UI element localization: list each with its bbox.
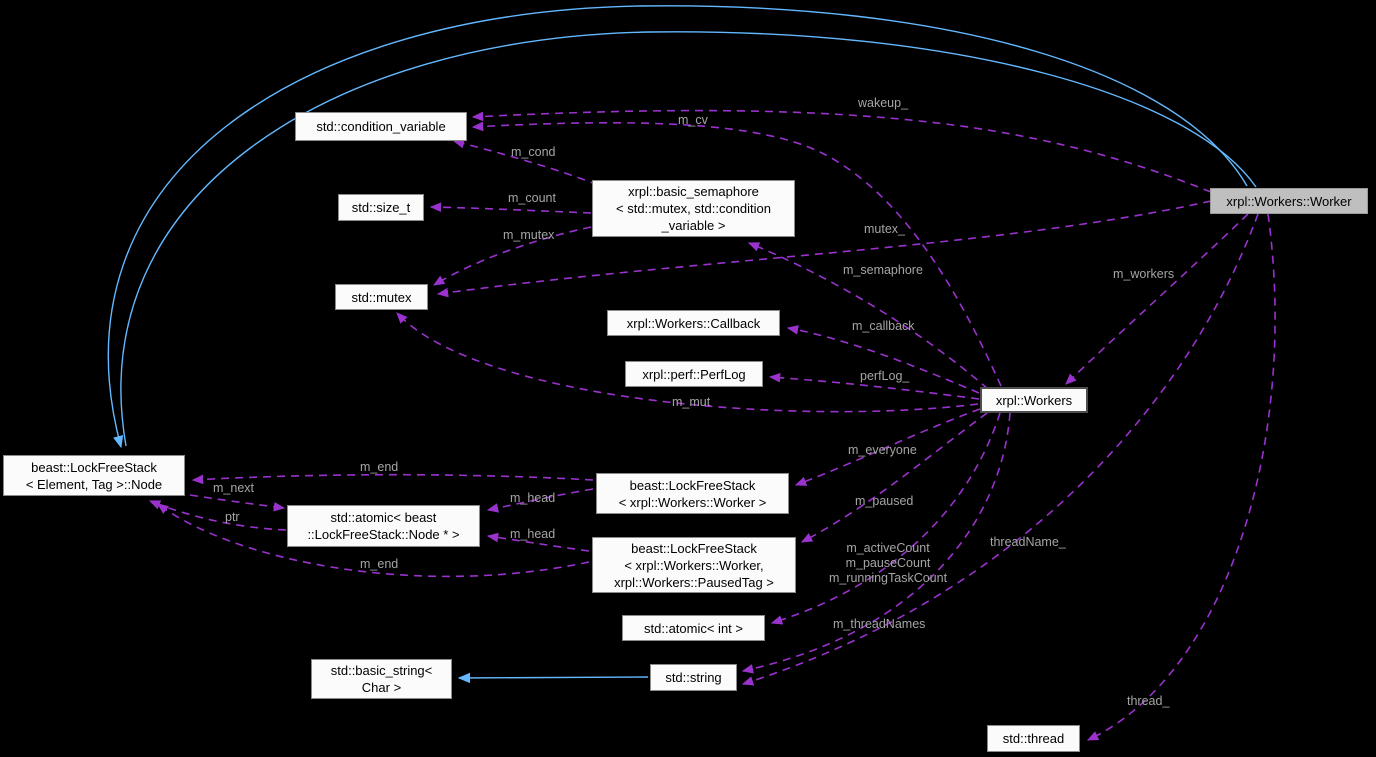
class-node-lockfreestack-pausedtag[interactable]: beast::LockFreeStack < xrpl::Workers::Wo… (592, 537, 796, 593)
edge-m-counts (770, 412, 1001, 625)
edge-perflog (768, 372, 980, 400)
edge-thread (1086, 213, 1276, 741)
class-node-xrpl-perf-perflog[interactable]: xrpl::perf::PerfLog (625, 361, 763, 387)
edge-mutex (436, 200, 1212, 298)
edge-m-head-lower (486, 532, 590, 552)
class-node-std-basic-string[interactable]: std::basic_string< Char > (311, 659, 452, 699)
edge-inherit-basicstring (457, 672, 649, 684)
edge-m-callback (786, 325, 980, 394)
edge-m-end-upper (191, 473, 594, 485)
class-node-xrpl-workers[interactable]: xrpl::Workers (980, 387, 1088, 413)
edge-inherit-node-1 (107, 5, 1248, 449)
class-node-std-size-t[interactable]: std::size_t (338, 194, 424, 221)
edge-inherit-node-2 (120, 31, 1257, 447)
edge-ptr (148, 500, 287, 531)
edge-m-semaphore (747, 242, 989, 390)
edge-threadname (741, 213, 1259, 686)
class-node-std-atomic-node-ptr[interactable]: std::atomic< beast ::LockFreeStack::Node… (287, 505, 480, 547)
edge-m-cond (452, 138, 599, 186)
edge-m-count (429, 202, 592, 214)
class-node-lockfreestack-worker[interactable]: beast::LockFreeStack < xrpl::Workers::Wo… (596, 473, 789, 514)
edge-m-head-upper (486, 488, 594, 513)
class-node-std-atomic-int[interactable]: std::atomic< int > (622, 615, 765, 641)
edge-m-paused (800, 412, 988, 543)
edge-m-mut (396, 312, 979, 413)
class-node-xrpl-workers-worker: xrpl::Workers::Worker (1210, 188, 1368, 214)
edge-m-threadnames (741, 412, 1011, 674)
edge-m-mutex (432, 226, 592, 286)
edge-m-next (189, 494, 286, 512)
edge-wakeup (471, 109, 1212, 193)
class-node-std-mutex[interactable]: std::mutex (335, 284, 428, 310)
edge-m-everyone (794, 408, 981, 486)
class-node-lockfreestack-node[interactable]: beast::LockFreeStack < Element, Tag >::N… (3, 455, 185, 496)
class-node-xrpl-basic-semaphore[interactable]: xrpl::basic_semaphore < std::mutex, std:… (592, 180, 795, 237)
class-node-std-condition-variable[interactable]: std::condition_variable (295, 112, 467, 141)
class-node-xrpl-workers-callback[interactable]: xrpl::Workers::Callback (607, 310, 780, 336)
edge-m-end-lower (157, 503, 590, 578)
class-node-std-thread[interactable]: std::thread (987, 725, 1080, 752)
edge-m-workers (1065, 213, 1249, 385)
class-node-std-string[interactable]: std::string (650, 664, 737, 691)
edge-m-cv (471, 121, 1002, 387)
